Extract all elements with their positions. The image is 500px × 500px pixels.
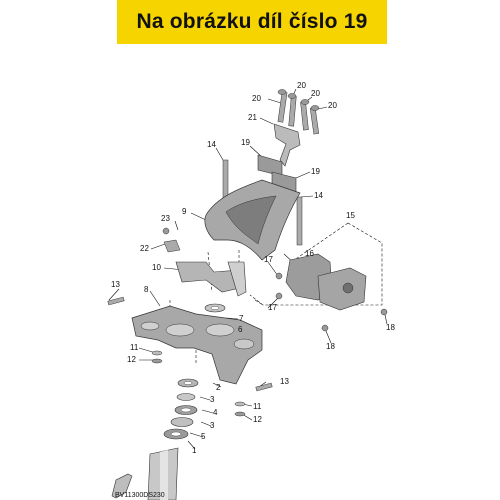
part-label: 22 [140, 244, 149, 253]
cover-part-3-top [176, 393, 196, 401]
part-label: 13 [280, 377, 289, 386]
part-label: 9 [182, 207, 187, 216]
part-label: 12 [127, 355, 136, 364]
top-bolts [277, 89, 320, 135]
part-label: 13 [111, 280, 120, 289]
holder-inner-shade [225, 195, 277, 245]
banner-text: Na obrázku díl číslo 19 [136, 10, 368, 33]
screw-part-17-top [275, 272, 283, 280]
part-number-labels: 20 20 20 20 21 14 19 19 14 9 15 23 22 16… [111, 81, 395, 455]
bracket-part-21 [273, 123, 301, 167]
part-label: 18 [326, 342, 335, 351]
holder-part-19-left [257, 154, 283, 177]
diagram-code: BV11300DS230 [115, 492, 165, 499]
part-label: 11 [253, 402, 262, 411]
part-label: 11 [130, 343, 139, 352]
part-label: 19 [241, 138, 250, 147]
washer-part-11-right [234, 401, 246, 407]
part-label: 23 [161, 214, 170, 223]
part-label: 20 [328, 101, 337, 110]
title-banner: Na obrázku díl číslo 19 [117, 0, 387, 44]
part-label: 17 [268, 303, 277, 312]
part-label: 4 [213, 408, 218, 417]
part-label: 15 [346, 211, 355, 220]
cover-part-3-bottom [170, 417, 194, 427]
part-label: 14 [314, 191, 323, 200]
part-label: 19 [311, 167, 320, 176]
part-label: 17 [264, 255, 273, 264]
part-label: 20 [252, 94, 261, 103]
bolt-part-13-right [255, 382, 273, 392]
part-label: 7 [239, 314, 244, 323]
switch-body [317, 267, 367, 311]
part-label: 6 [238, 325, 243, 334]
part-label: 18 [386, 323, 395, 332]
part-label: 10 [152, 263, 161, 272]
part-label: 2 [216, 383, 221, 392]
bolt-part-13-left [107, 296, 125, 306]
bolt-part-23 [162, 227, 170, 235]
part-label: 14 [207, 140, 216, 149]
nut-part-12-right [234, 411, 246, 417]
screw-part-17-bottom [275, 292, 283, 300]
front-direction-arrow [111, 473, 133, 499]
bracket-tab [227, 261, 247, 297]
washer-part-11-left [151, 350, 163, 356]
part-label: 21 [248, 113, 257, 122]
part-label: 5 [201, 432, 206, 441]
screw-part-18-right [380, 308, 388, 316]
screw-part-18-bottom [321, 324, 329, 332]
part-label: 3 [210, 395, 215, 404]
part-label: 12 [253, 415, 262, 424]
bolt-part-14-right [296, 196, 303, 246]
part-label: 3 [210, 421, 215, 430]
part-label: 20 [297, 81, 306, 90]
part-label: 20 [311, 89, 320, 98]
part-label: 8 [144, 285, 149, 294]
switch-knob [342, 282, 354, 294]
part-label: 1 [192, 446, 197, 455]
part-label: 16 [305, 249, 314, 258]
clamp-part-22 [163, 239, 181, 253]
nut-part-12-left [151, 358, 163, 364]
